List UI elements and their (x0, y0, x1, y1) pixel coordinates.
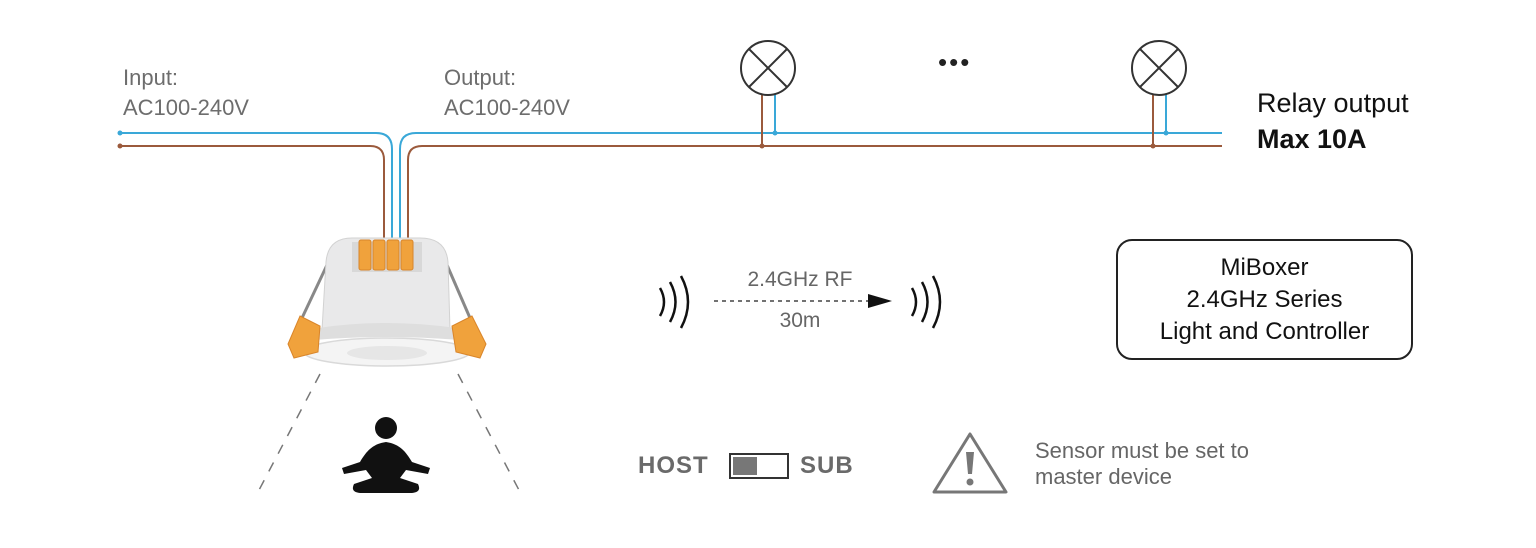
rf-wave-icon (910, 275, 942, 329)
controller-brand: MiBoxer (1220, 253, 1309, 281)
warning-line-2: master device (1035, 464, 1172, 489)
rf-wave-icon (658, 275, 690, 329)
lamp1-neutral-junction (772, 130, 778, 136)
warning-note: Sensor must be set to master device (1035, 438, 1249, 490)
lamp1-live-junction (759, 143, 765, 149)
relay-max-current: Max 10A (1257, 124, 1367, 154)
terminal-clips (358, 239, 414, 271)
host-sub-switch (729, 453, 789, 479)
more-lamps-ellipsis: ••• (938, 47, 972, 77)
rf-band-label: 2.4GHz RF (747, 268, 853, 291)
lamp2-live-junction (1150, 143, 1156, 149)
neutral-wire (120, 92, 1222, 252)
input-neutral-terminal (117, 130, 123, 136)
output-voltage: AC100-240V (444, 95, 570, 120)
sensor-device (287, 237, 487, 367)
detection-area (257, 373, 521, 493)
rf-arrow (714, 294, 892, 308)
rf-range-label: 30m (779, 309, 821, 332)
input-live-terminal (117, 143, 123, 149)
output-label: Output: (444, 65, 517, 90)
relay-output-title: Relay output (1257, 88, 1409, 118)
person-icon (342, 417, 430, 493)
warning-line-1: Sensor must be set to (1035, 438, 1249, 463)
warning-icon (932, 432, 1008, 494)
controller-series: 2.4GHz Series (1186, 285, 1343, 313)
controller-box: MiBoxer 2.4GHz Series Light and Controll… (1116, 239, 1413, 360)
input-label: Input: (123, 65, 179, 90)
lamp-icon (1131, 40, 1187, 96)
switch-host-label: HOST (638, 452, 709, 479)
switch-sub-label: SUB (800, 452, 854, 479)
controller-description: Light and Controller (1159, 317, 1370, 345)
live-wire (120, 92, 1222, 252)
input-voltage: AC100-240V (123, 95, 249, 120)
lamp2-neutral-junction (1163, 130, 1169, 136)
lamp-icon (740, 40, 796, 96)
